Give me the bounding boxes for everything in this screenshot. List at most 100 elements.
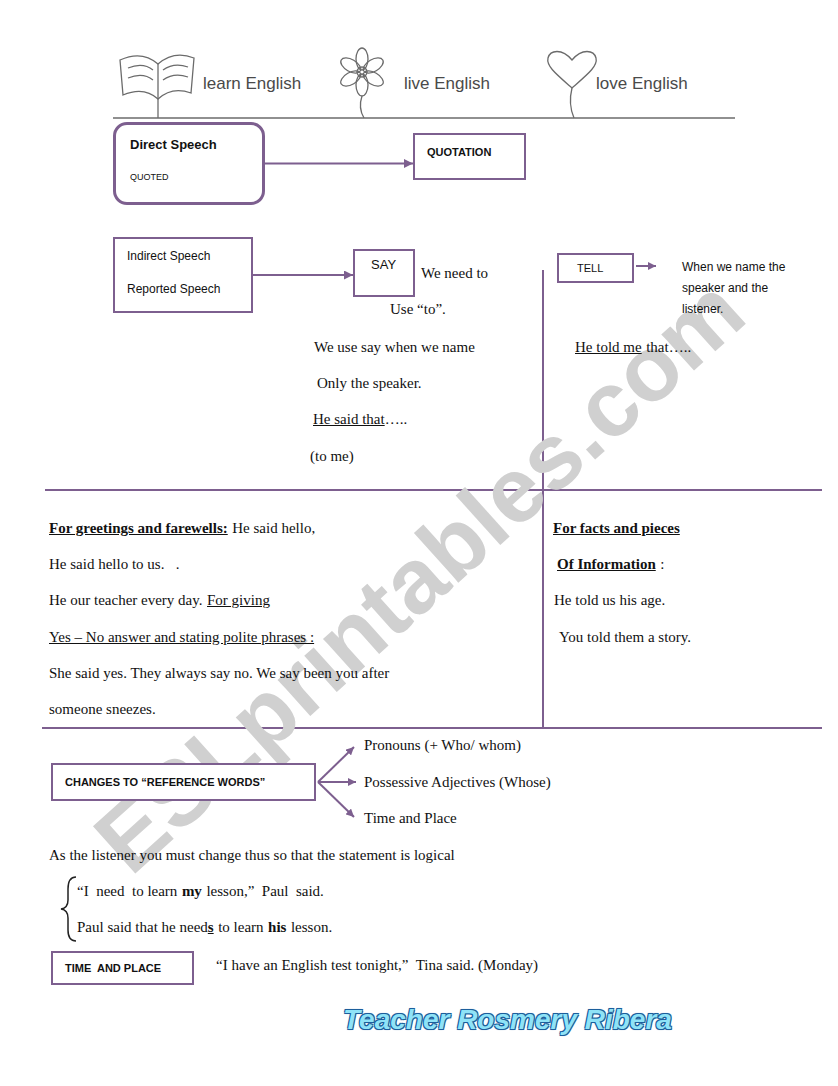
header-rule (113, 117, 735, 118)
example-text: “I need to learn mylesson,” Paul said. (77, 882, 324, 900)
usage-line: He our teacher every day.For giving (49, 591, 270, 609)
example-text-part: “I have an English test tonight,” Tina s… (216, 957, 538, 973)
usage-line-part: Yes – No answer and stating polite phras… (49, 629, 314, 645)
change-item-part: Time and Place (364, 810, 457, 826)
usage-line: He told us his age. (554, 591, 665, 609)
example-text-part: ….. (385, 411, 408, 427)
usage-line: He said hello to us. . (49, 555, 179, 573)
box-subtitle: QUOTED (130, 171, 248, 183)
example-text-part: my (182, 883, 202, 899)
section-box: CHANGES TO “REFERENCE WORDS” (51, 763, 316, 801)
flower-stem (360, 96, 364, 118)
change-item: Time and Place (364, 809, 457, 827)
usage-line: You told them a story. (559, 628, 691, 646)
example-text-part: lesson,” Paul said. (206, 883, 324, 899)
example-text-part: He said that (313, 411, 385, 427)
usage-line: For greetings and farewells:He said hell… (49, 519, 315, 537)
usage-line-part: He said hello, (232, 520, 315, 536)
usage-line: someone sneezes. (49, 700, 156, 718)
usage-line: Of Information: (557, 555, 664, 573)
heart-icon (548, 52, 597, 89)
usage-line-part: He said hello to us. . (49, 556, 179, 572)
usage-line-part: For greetings and farewells: (49, 520, 228, 536)
author-signature: Teacher Rosmery Ribera (343, 1004, 672, 1036)
example-text-part: his (268, 919, 286, 935)
term-box: Direct SpeechQUOTED (113, 122, 265, 205)
box-title: TIME AND PLACE (65, 961, 180, 975)
term-box: Indirect SpeechReported Speech (113, 237, 253, 313)
example-text: He told methat….. (575, 338, 691, 356)
usage-line: She said yes. They always say no. We say… (49, 664, 389, 682)
usage-line-part: She said yes. They always say no. We say… (49, 665, 389, 681)
horizontal-divider (42, 727, 822, 729)
instruction-text: As the listener you must change thus so … (49, 846, 455, 864)
example-bracket (61, 877, 76, 941)
header-word: love English (596, 74, 688, 94)
usage-line-part: He told us his age. (554, 592, 665, 608)
heart-stem (570, 88, 574, 118)
term-box: QUOTATION (413, 133, 526, 180)
header-word: learn English (203, 74, 301, 94)
example-text-part: to learn (218, 919, 263, 935)
usage-line-part: Of Information (557, 556, 656, 572)
rule-text: Only the speaker. (317, 374, 422, 392)
rule-text-part: We use say when we name (314, 339, 475, 355)
example-text: “I have an English test tonight,” Tina s… (216, 956, 538, 974)
example-text-part: s (208, 919, 214, 935)
book-stem (157, 99, 158, 118)
example-text-part: that….. (646, 339, 691, 355)
example-text-part: lesson. (291, 919, 332, 935)
author-signature-part: Teacher Rosmery Ribera (343, 1004, 672, 1035)
box-title: SAY (371, 257, 403, 273)
box-subtitle: Reported Speech (127, 280, 239, 298)
example-text: (to me) (310, 447, 354, 465)
example-text-part: (to me) (310, 448, 354, 464)
rule-text-part: Only the speaker. (317, 375, 422, 391)
example-text: Paul said that he needsto learn his lesson… (77, 918, 332, 936)
usage-line-part: He our teacher every day. (49, 592, 203, 608)
example-text-part: “I need to learn (77, 883, 177, 899)
header-word: live English (404, 74, 490, 94)
box-title: Indirect Speech (127, 247, 239, 265)
change-item: Pronouns (+ Who/ whom) (364, 736, 521, 754)
instruction-text-part: As the listener you must change thus so … (49, 847, 455, 863)
rule-text-part: We need to (421, 265, 488, 281)
box-title: QUOTATION (427, 145, 512, 159)
header-word-part: live English (404, 74, 490, 93)
header-word-part: learn English (203, 74, 301, 93)
change-item-part: Possessive Adjectives (Whose) (364, 774, 551, 790)
box-title: Direct Speech (130, 137, 248, 153)
flower-icon (338, 48, 386, 96)
book-icon (120, 55, 194, 99)
rule-note: When we name the speaker and the listene… (682, 257, 800, 320)
verb-box: SAY (353, 249, 415, 297)
example-text-part: He told me (575, 339, 642, 355)
box-title: TELL (577, 261, 614, 275)
section-box: TIME AND PLACE (51, 951, 194, 985)
leader-arrow (318, 747, 354, 782)
rule-text: We need to (421, 264, 488, 282)
example-text: He said that….. (313, 410, 407, 428)
example-text-part: Paul said that he need (77, 919, 208, 935)
rule-text-part: Use “to”. (390, 301, 446, 317)
book-lines (128, 64, 188, 99)
leader-arrow (636, 265, 656, 267)
box-title: CHANGES TO “REFERENCE WORDS” (65, 775, 302, 789)
header-word-part: love English (596, 74, 688, 93)
leader-arrow (318, 781, 356, 783)
verb-box: TELL (557, 253, 634, 283)
change-item: Possessive Adjectives (Whose) (364, 773, 551, 791)
usage-line: For facts and pieces (553, 519, 680, 537)
rule-note-part: When we name the speaker and the listene… (682, 260, 785, 316)
rule-text: We use say when we name (314, 338, 475, 356)
header-icons (113, 48, 735, 118)
usage-line-part: For giving (207, 592, 270, 608)
connector-arrow (265, 163, 413, 165)
usage-line: Yes – No answer and stating polite phras… (49, 628, 314, 646)
leader-arrow (318, 782, 354, 817)
usage-line-part: For facts and pieces (553, 520, 680, 536)
change-item-part: Pronouns (+ Who/ whom) (364, 737, 521, 753)
usage-line-part: someone sneezes. (49, 701, 156, 717)
